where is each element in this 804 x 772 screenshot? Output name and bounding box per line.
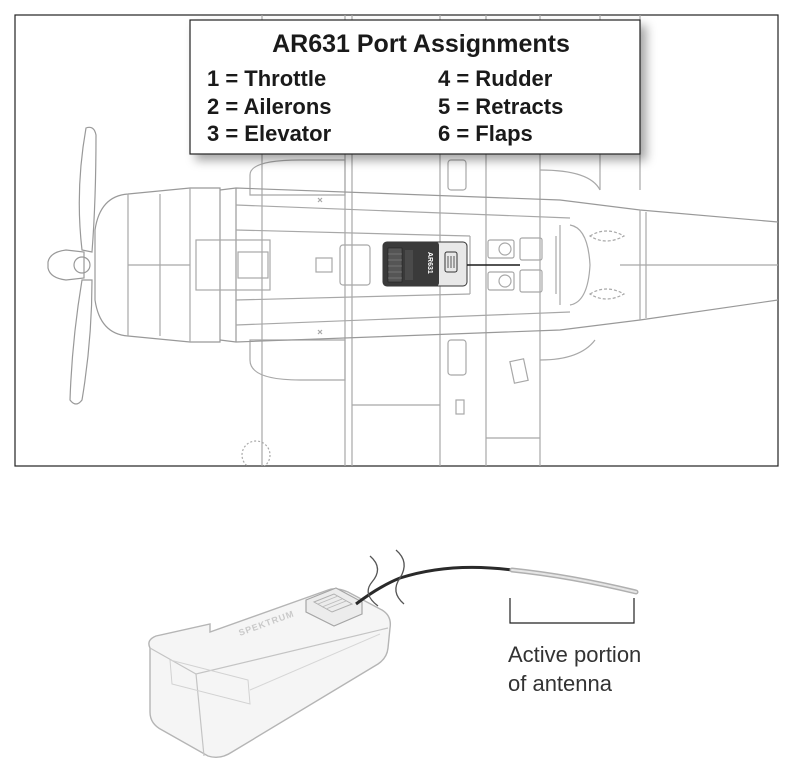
antenna-callout-line2: of antenna (508, 671, 613, 696)
port-assignments-legend: AR631 Port Assignments 1 = Throttle 2 = … (189, 19, 641, 155)
wire-break-mark (367, 555, 379, 607)
antenna-callout-line1: Active portion (508, 642, 641, 667)
receiver-closeup: SPEKTRUM (148, 549, 639, 759)
legend-item-5: 5 = Retracts (438, 94, 563, 119)
active-portion-bracket (509, 598, 635, 624)
antenna-active-portion (509, 567, 639, 595)
receiver-model-label: AR631 (426, 252, 433, 274)
legend-item-2: 2 = Ailerons (207, 94, 332, 119)
legend-item-4: 4 = Rudder (438, 66, 553, 91)
legend-item-3: 3 = Elevator (207, 121, 332, 146)
receiver-installed: AR631 (382, 241, 520, 287)
legend-item-1: 1 = Throttle (207, 66, 326, 91)
antenna-coax (355, 565, 513, 606)
airplane-illustration (47, 15, 778, 466)
legend-title: AR631 Port Assignments (272, 30, 570, 58)
legend-item-6: 6 = Flaps (438, 121, 533, 146)
